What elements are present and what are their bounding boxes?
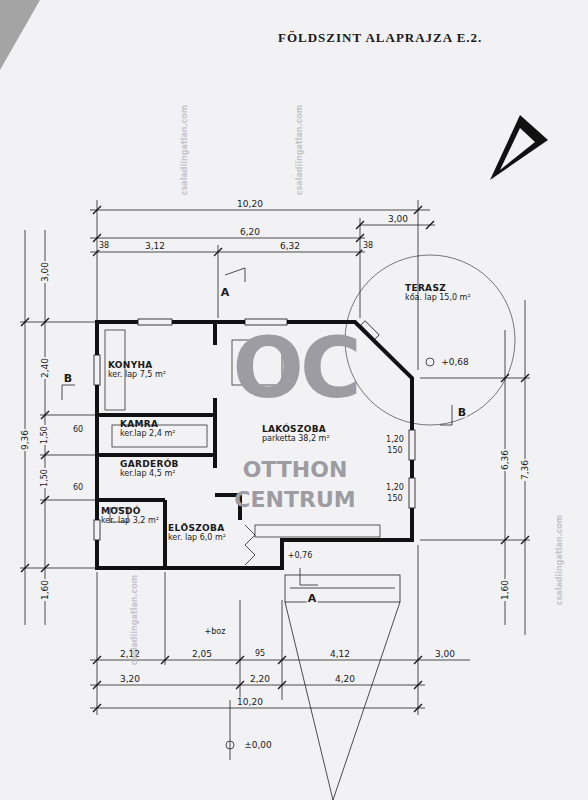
room-label: GARDERÓBker.lap 4,5 m² xyxy=(120,459,179,478)
dimension-label: 150 xyxy=(386,495,403,503)
room-finish: ker. lap 3,2 m² xyxy=(101,516,159,525)
dimension-label: 38 xyxy=(98,242,110,250)
room-name: KONYHA xyxy=(108,360,166,370)
level-mark: +0,76 xyxy=(287,552,314,560)
dimension-label: 2,05 xyxy=(191,650,213,659)
watermark: OC xyxy=(231,326,358,410)
dimension-label: 1,60 xyxy=(41,579,50,601)
dimension-label: 2,20 xyxy=(249,675,271,684)
section-mark: A xyxy=(220,287,231,298)
room-finish: kőa. lap 15,0 m² xyxy=(405,293,471,302)
dimension-label: 7,36 xyxy=(521,459,530,481)
room-name: KAMRA xyxy=(120,419,175,429)
room-finish: ker.lap 2,4 m² xyxy=(120,429,175,438)
level-mark: ±0,00 xyxy=(243,741,273,750)
dimension-label: 95 xyxy=(254,650,266,658)
dimension-label: 3,00 xyxy=(434,650,456,659)
dimension-label: 9,36 xyxy=(21,429,30,451)
dimension-label: 3,12 xyxy=(144,242,166,251)
dimension-label: 4,12 xyxy=(329,650,351,659)
section-mark: A xyxy=(307,593,318,604)
dimension-label: 1,20 xyxy=(385,484,405,492)
dimension-label: 150 xyxy=(386,447,403,455)
level-mark: +0,68 xyxy=(440,358,470,367)
room-label: TERASZkőa. lap 15,0 m² xyxy=(405,283,471,302)
dimension-label: 6,36 xyxy=(501,449,510,471)
room-label: MOSDÓker. lap 3,2 m² xyxy=(101,506,159,525)
dimension-label: 2,40 xyxy=(41,357,50,379)
dimension-label: 3,00 xyxy=(41,261,50,283)
site-watermark: csaladiingatlan.com xyxy=(131,574,139,666)
dimension-label: 60 xyxy=(72,484,84,492)
watermark: CENTRUM xyxy=(233,489,356,511)
section-mark: B xyxy=(63,373,73,384)
watermark: OTTHON xyxy=(242,459,349,481)
dimension-label: 1,60 xyxy=(501,579,510,601)
dimension-label: 6,32 xyxy=(279,242,301,251)
room-label: KONYHAker. lap 7,5 m² xyxy=(108,360,166,379)
room-label: KAMRAker.lap 2,4 m² xyxy=(120,419,175,438)
room-name: TERASZ xyxy=(405,283,471,293)
site-watermark: csaladiingatlan.com xyxy=(181,104,189,196)
dimension-label: 1,20 xyxy=(385,436,405,444)
section-mark: B xyxy=(457,407,467,418)
dimension-label: 1,50 xyxy=(41,425,49,445)
dimension-label: 1,50 xyxy=(41,468,49,488)
dimension-label: 10,20 xyxy=(236,698,264,707)
dimension-label: 60 xyxy=(72,426,84,434)
room-finish: ker. lap 7,5 m² xyxy=(108,370,166,379)
site-watermark: csaladiingatlan.com xyxy=(556,514,564,606)
room-label: ELŐSZOBAker. lap 6,0 m² xyxy=(168,523,226,542)
room-name: LAKÓSZOBA xyxy=(262,424,330,434)
dimension-label: 6,20 xyxy=(239,228,261,237)
room-name: GARDERÓB xyxy=(120,459,179,469)
room-label: LAKÓSZOBAparketta 38,2 m² xyxy=(262,424,330,443)
room-name: MOSDÓ xyxy=(101,506,159,516)
dimension-label: 3,20 xyxy=(119,675,141,684)
site-watermark: csaladiingatlan.com xyxy=(296,104,304,196)
dimension-label: 38 xyxy=(362,242,374,250)
room-finish: parketta 38,2 m² xyxy=(262,434,330,443)
room-finish: ker.lap 4,5 m² xyxy=(120,469,179,478)
dimension-label: 3,00 xyxy=(387,215,409,224)
room-name: ELŐSZOBA xyxy=(168,523,226,533)
dimension-label: 4,20 xyxy=(334,675,356,684)
room-finish: ker. lap 6,0 m² xyxy=(168,533,226,542)
dimension-label: 10,20 xyxy=(236,200,264,209)
level-mark: +boz xyxy=(204,628,227,636)
sheet-title: FÖLDSZINT ALAPRAJZA E.2. xyxy=(278,30,482,46)
